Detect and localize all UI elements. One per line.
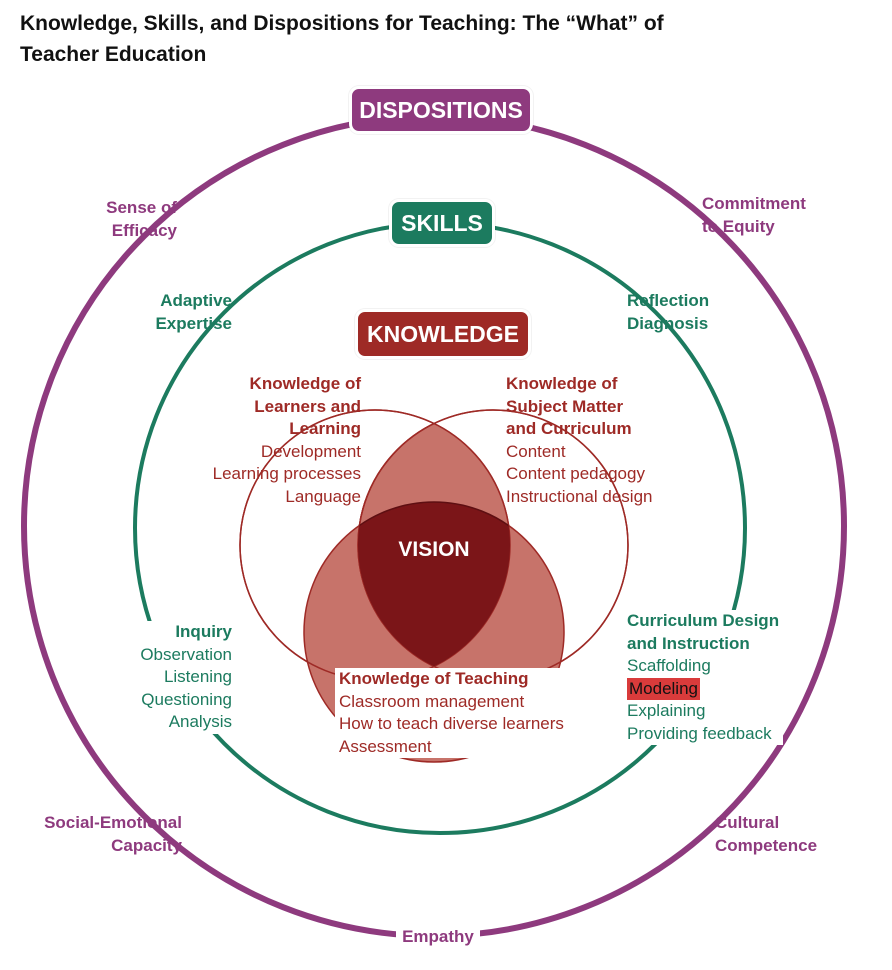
cultural-competence-line-2: Competence (715, 835, 818, 855)
title-line-2: Teacher Education (20, 43, 207, 66)
social-emotional-line-2: Capacity (111, 835, 182, 855)
curriculum-item: Explaining (627, 701, 706, 720)
inquiry-group: Inquiry Observation Listening Questionin… (136, 621, 232, 734)
cultural-competence-line-1: Cultural (715, 813, 780, 832)
vision-label: VISION (398, 538, 470, 561)
learners-item: Development (260, 441, 361, 461)
learners-item: Language (285, 486, 361, 506)
commitment-line-1: Commitment (702, 194, 806, 213)
reflection-diagnosis-label: Reflection Diagnosis (627, 290, 709, 335)
adaptive-line-2: Expertise (155, 313, 232, 333)
knowledge-teaching-group: Knowledge of Teaching Classroom manageme… (335, 668, 568, 758)
subject-heading-line-1: Knowledge of (506, 374, 618, 393)
figure-title: Knowledge, Skills, and Dispositions for … (20, 8, 880, 70)
learners-heading-line-2: Learners and (254, 396, 361, 416)
commitment-line-2: to Equity (702, 216, 775, 236)
sense-of-efficacy-line-2: Efficacy (111, 220, 177, 240)
dispositions-label: DISPOSITIONS (349, 86, 533, 134)
subject-heading-line-2: Subject Matter (506, 396, 624, 416)
teaching-item: How to teach diverse learners (339, 714, 564, 733)
curriculum-item: Providing feedback (627, 723, 772, 743)
sense-of-efficacy-line-1: Sense of (106, 198, 177, 217)
teaching-heading: Knowledge of Teaching (339, 669, 529, 688)
curriculum-heading-line-1: Curriculum Design (627, 611, 780, 630)
reflection-line: Reflection (627, 291, 710, 310)
social-emotional-label: Social-Emotional Capacity (44, 812, 182, 857)
vision-region (358, 501, 510, 680)
knowledge-label: KNOWLEDGE (355, 309, 531, 359)
inquiry-heading: Inquiry (175, 622, 232, 641)
commitment-to-equity-label: Commitment to Equity (702, 193, 806, 238)
inquiry-item: Questioning (141, 689, 232, 709)
subject-heading-line-3: and Curriculum (506, 419, 632, 438)
learners-heading-line-3: Learning (289, 419, 361, 438)
modeling-highlighted-item: Modeling (627, 677, 700, 700)
adaptive-expertise-label: Adaptive Expertise (155, 290, 232, 335)
teaching-item: Assessment (339, 736, 432, 756)
social-emotional-line-1: Social-Emotional (44, 813, 182, 832)
curriculum-item: Scaffolding (627, 656, 711, 675)
modeling-row: Modeling (627, 677, 779, 700)
subject-item: Instructional design (506, 486, 653, 506)
teaching-item: Classroom management (339, 691, 525, 711)
empathy-label: Empathy (396, 926, 480, 949)
cultural-competence-label: Cultural Competence (715, 812, 817, 857)
sense-of-efficacy-label: Sense of Efficacy (106, 197, 177, 242)
subject-item: Content (506, 441, 566, 461)
skills-label: SKILLS (389, 199, 495, 247)
learners-item: Learning processes (212, 464, 361, 483)
adaptive-line-1: Adaptive (160, 291, 232, 310)
curriculum-design-group: Curriculum Design and Instruction Scaffo… (627, 610, 784, 745)
title-line-1: Knowledge, Skills, and Dispositions for … (20, 12, 664, 35)
inquiry-item: Listening (163, 667, 232, 686)
knowledge-learners-group: Knowledge of Learners and Learning Devel… (213, 373, 361, 508)
subject-item: Content pedagogy (506, 464, 645, 483)
diagnosis-line: Diagnosis (627, 313, 709, 333)
inquiry-item: Observation (140, 644, 232, 664)
learners-heading-line-1: Knowledge of (249, 374, 361, 393)
knowledge-subject-group: Knowledge of Subject Matter and Curricul… (506, 373, 652, 508)
curriculum-heading-line-2: and Instruction (627, 633, 750, 653)
inquiry-item: Analysis (168, 712, 232, 731)
